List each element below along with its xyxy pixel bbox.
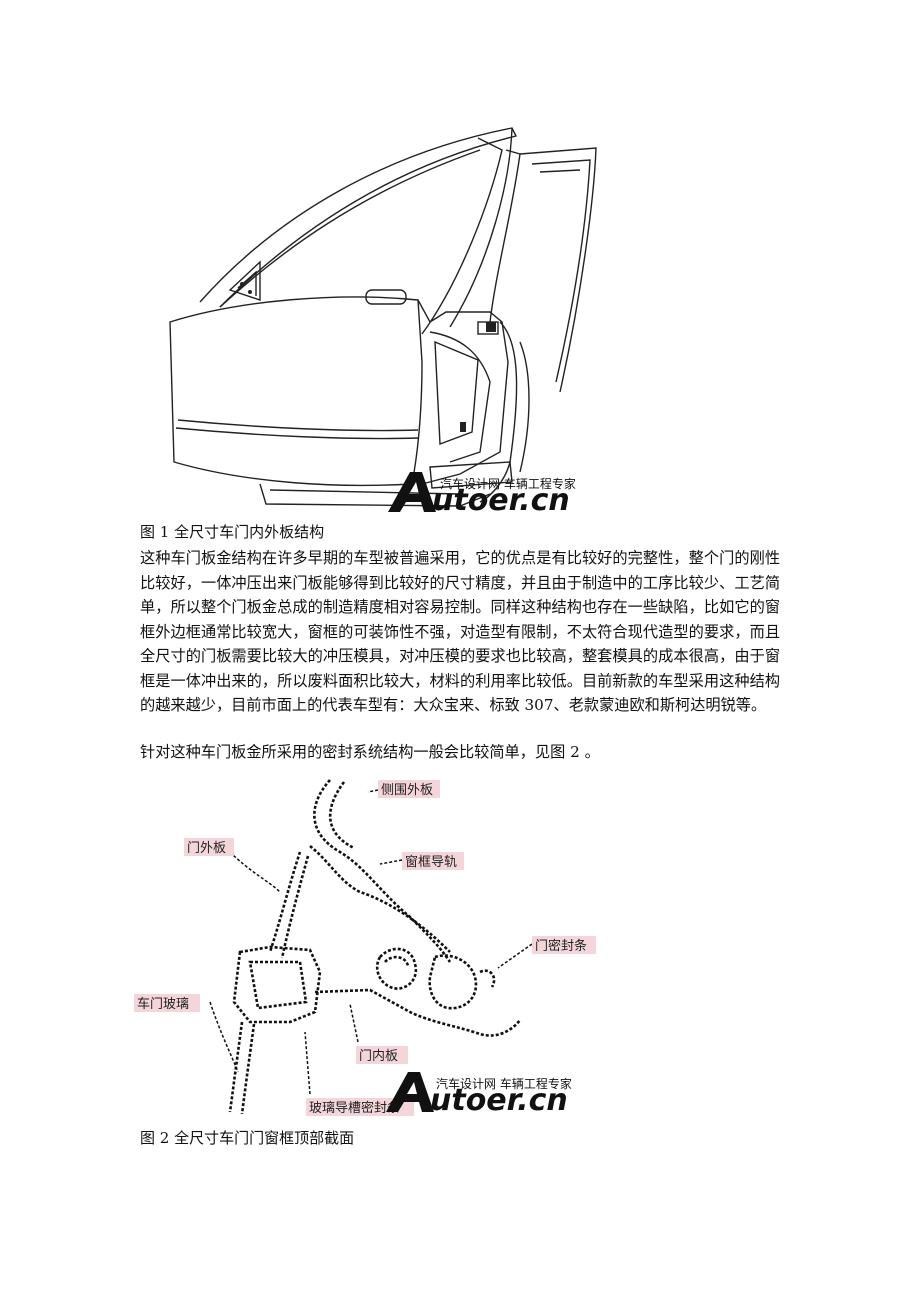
- watermark-small-text-2: 汽车设计网 车辆工程专家: [436, 1076, 572, 1091]
- figure-2-section-drawing: 侧围外板 门外板 窗框导轨 门密封条 车门玻璃 门内板 玻璃导槽密封条 汽车设计…: [130, 772, 610, 1124]
- label-side-outer: 侧围外板: [381, 783, 433, 798]
- section-line-art: 侧围外板 门外板 窗框导轨 门密封条 车门玻璃 门内板 玻璃导槽密封条 汽车设计…: [134, 779, 596, 1118]
- watermark-fig1: 汽车设计网 车辆工程专家 utoer.cn: [388, 472, 576, 514]
- watermark-a-logo-2: [386, 1072, 434, 1112]
- door-line-art: [169, 127, 597, 507]
- label-door-seal: 门密封条: [535, 938, 587, 954]
- label-door-outer: 门外板: [187, 841, 226, 856]
- figure-1-caption: 图 1 全尺寸车门内外板结构: [140, 523, 325, 541]
- paragraph-2: 针对这种车门板金所采用的密封系统结构一般会比较简单，见图 2 。: [140, 743, 600, 761]
- label-door-inner: 门内板: [359, 1048, 398, 1064]
- watermark-a-logo: [388, 472, 436, 512]
- label-window-guide: 窗框导轨: [405, 854, 457, 870]
- paragraph-1: 这种车门板金结构在许多早期的车型被普遍采用，它的优点是有比较好的完整性，整个门的…: [140, 549, 780, 714]
- figure-2-caption: 图 2 全尺寸车门门窗框顶部截面: [140, 1129, 355, 1147]
- watermark-fig2: 汽车设计网 车辆工程专家 utoer.cn: [386, 1072, 572, 1118]
- figure-1-door-drawing: 汽车设计网 车辆工程专家 utoer.cn: [160, 122, 600, 514]
- label-door-glass: 车门玻璃: [137, 996, 189, 1012]
- watermark-small-text: 汽车设计网 车辆工程专家: [440, 476, 576, 491]
- label-glass-channel: 玻璃导槽密封条: [309, 1100, 400, 1116]
- watermark-big-text-2: utoer.cn: [430, 1083, 568, 1118]
- watermark-big-text: utoer.cn: [432, 483, 570, 514]
